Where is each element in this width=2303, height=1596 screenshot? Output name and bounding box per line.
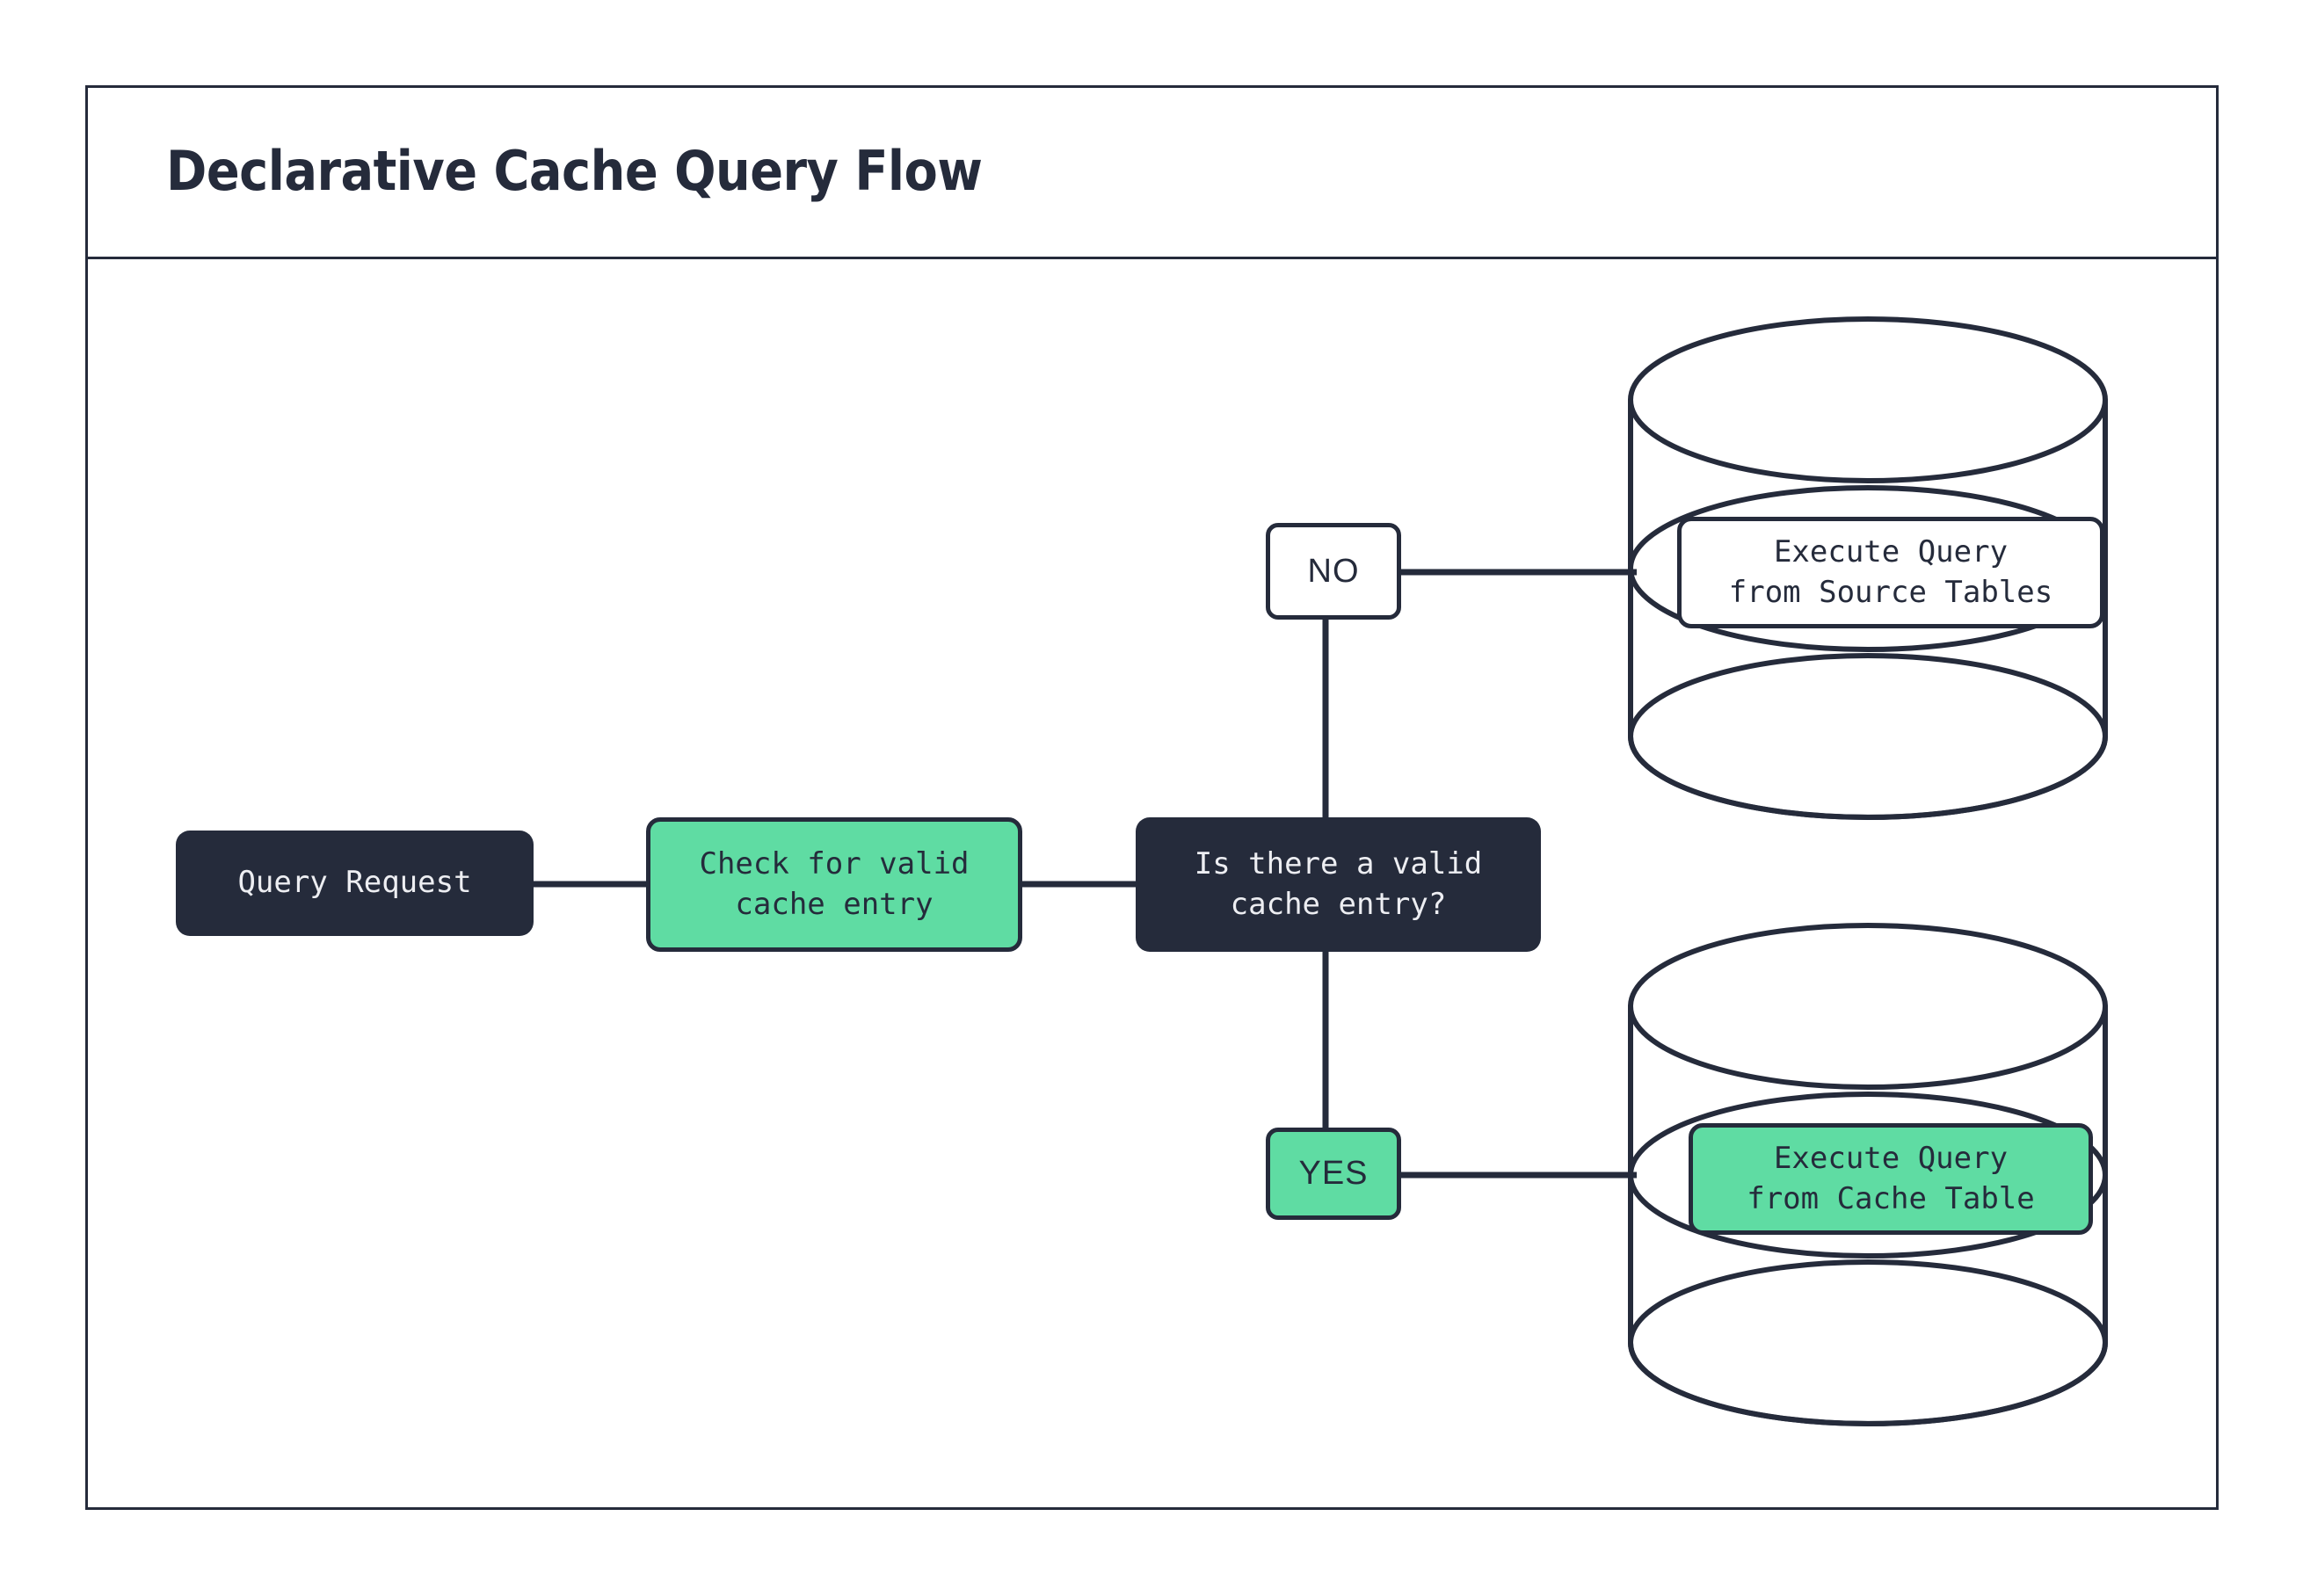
- title-bar: Declarative Cache Query Flow: [85, 85, 2219, 259]
- page-title: Declarative Cache Query Flow: [166, 139, 983, 203]
- cylinder-top-bottom-cap: [1628, 734, 2108, 820]
- branch-label-no[interactable]: NO: [1266, 523, 1401, 620]
- database-cylinder-top: [1628, 316, 2108, 820]
- cylinder-top-disk-1: [1628, 316, 2108, 483]
- node-execute-query-from-source-tables[interactable]: Execute Query from Source Tables: [1677, 517, 2104, 628]
- diagram-frame: [85, 85, 2219, 1510]
- node-check-for-valid-cache-entry[interactable]: Check for valid cache entry: [646, 817, 1022, 952]
- node-query-request[interactable]: Query Request: [176, 831, 534, 936]
- branch-label-yes[interactable]: YES: [1266, 1128, 1401, 1220]
- cylinder-bottom-bottom-cap: [1628, 1340, 2108, 1426]
- cylinder-bottom-disk-3: [1628, 1259, 2108, 1426]
- cylinder-top-disk-2: [1628, 485, 2108, 652]
- cylinder-bottom-disk-1: [1628, 923, 2108, 1090]
- database-cylinder-bottom: [1628, 923, 2108, 1426]
- cylinder-top-disk-3: [1628, 653, 2108, 820]
- node-decision-valid-cache-entry[interactable]: Is there a valid cache entry?: [1136, 817, 1541, 952]
- node-execute-query-from-cache-table[interactable]: Execute Query from Cache Table: [1689, 1123, 2093, 1235]
